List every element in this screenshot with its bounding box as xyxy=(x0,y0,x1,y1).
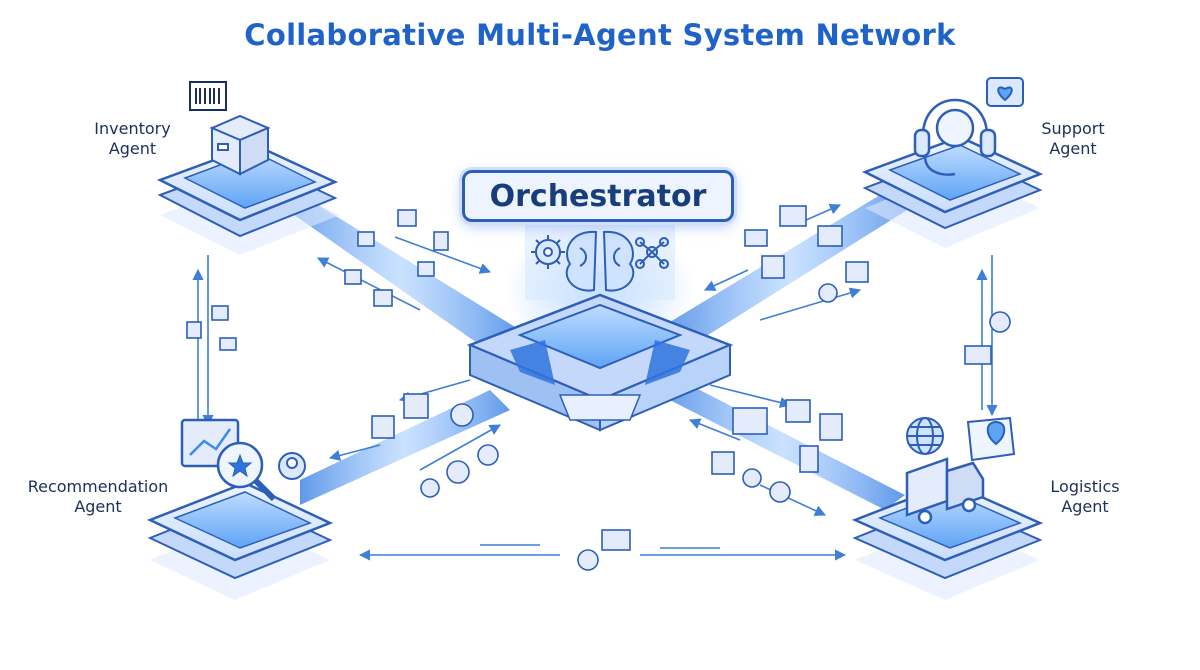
gear-icon xyxy=(446,460,470,484)
document-icon xyxy=(779,205,807,227)
box-icon xyxy=(711,451,735,475)
clock-icon xyxy=(769,481,791,503)
inventory-agent-line1: Inventory xyxy=(94,119,171,138)
brain-icon xyxy=(565,230,635,292)
document-icon xyxy=(761,255,785,279)
beam-logistics xyxy=(660,385,905,510)
beam-support xyxy=(665,195,915,340)
support-platform xyxy=(861,135,1044,248)
chart-magnifier-icon xyxy=(450,403,474,427)
inventory-platform xyxy=(156,143,340,255)
container-icon xyxy=(732,407,768,435)
orchestrator-label: Orchestrator xyxy=(462,170,734,222)
support-agent-line1: Support xyxy=(1041,119,1105,138)
box-icon xyxy=(397,209,417,227)
recommendation-agent-label: Recommendation Agent xyxy=(8,477,188,517)
logistics-agent-line1: Logistics xyxy=(1050,477,1120,496)
headset-icon xyxy=(913,98,997,176)
user-icon xyxy=(577,549,599,571)
globe-icon xyxy=(906,417,944,455)
flow-arrows xyxy=(192,203,998,561)
box-icon xyxy=(417,261,435,277)
recommendation-agent-line1: Recommendation xyxy=(27,477,169,496)
diagram-title: Collaborative Multi-Agent System Network xyxy=(244,18,956,52)
chart-magnifier-icon xyxy=(180,418,277,502)
gear-icon xyxy=(531,235,565,269)
chart-magnifier-icon xyxy=(403,393,429,419)
box-icon xyxy=(186,321,202,339)
envelope-icon xyxy=(744,229,768,247)
user-icon xyxy=(477,444,499,466)
document-icon xyxy=(964,345,992,365)
chat-heart-icon xyxy=(986,77,1024,107)
box-icon xyxy=(433,231,449,251)
box-icon xyxy=(211,305,229,321)
recommendation-platform xyxy=(146,481,334,600)
box-icon xyxy=(344,269,362,285)
barcode-icon xyxy=(189,81,227,111)
document-icon xyxy=(799,445,819,473)
logistics-agent-label: Logistics Agent xyxy=(1030,477,1140,517)
orchestrator-text: Orchestrator xyxy=(489,178,707,214)
document-icon xyxy=(601,529,631,551)
user-icon xyxy=(420,478,440,498)
truck-icon xyxy=(905,457,985,525)
inventory-agent-line2: Agent xyxy=(108,139,157,158)
packet-icons xyxy=(186,205,1011,571)
support-agent-line2: Agent xyxy=(1049,139,1097,158)
user-icon xyxy=(371,415,395,439)
user-icon xyxy=(818,283,838,303)
container-icon xyxy=(785,399,811,423)
support-agent-label: Support Agent xyxy=(1018,119,1128,159)
recommendation-agent-line2: Agent xyxy=(74,497,122,516)
chat-heart-icon xyxy=(845,261,869,283)
map-pin-icon xyxy=(742,468,762,488)
user-icon xyxy=(278,452,306,480)
logistics-platform xyxy=(851,481,1044,600)
calendar-icon xyxy=(819,413,843,441)
box-icon xyxy=(357,231,375,247)
user-icon xyxy=(989,311,1011,333)
star-icon xyxy=(227,453,253,478)
network-icon xyxy=(635,237,669,269)
box-icon xyxy=(219,337,237,351)
logistics-agent-line2: Agent xyxy=(1061,497,1109,516)
inventory-agent-label: Inventory Agent xyxy=(70,119,195,159)
document-icon xyxy=(817,225,843,247)
beam-inventory xyxy=(280,205,520,345)
map-pin-icon xyxy=(966,416,1016,462)
box-icon xyxy=(373,289,393,307)
box-icon xyxy=(209,114,271,176)
